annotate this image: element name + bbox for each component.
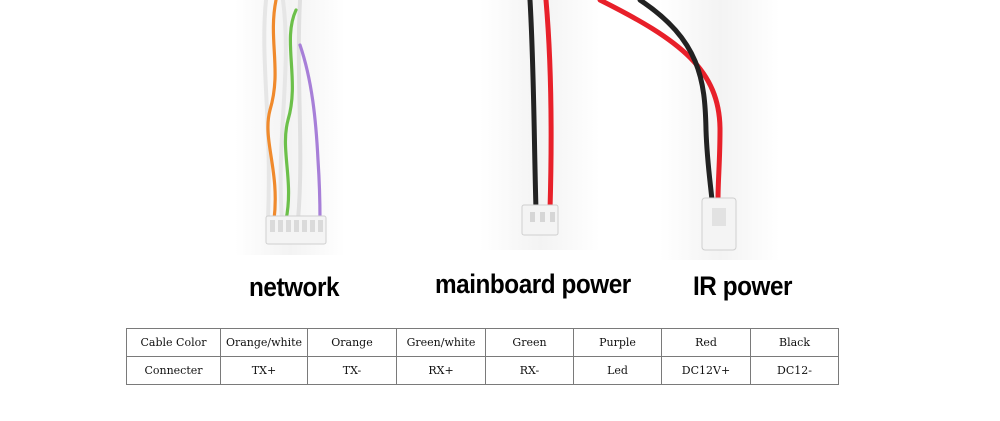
- network-connector-pins: [270, 220, 323, 232]
- wire-green: [283, 8, 298, 222]
- wire-black-ir: [637, 0, 715, 203]
- table-cell: RX+: [396, 356, 486, 385]
- table-cell: TX+: [220, 356, 308, 385]
- table-row-cable-color: Cable Color Orange/white Orange Green/wh…: [126, 328, 839, 357]
- table-cell: DC12-: [750, 356, 839, 385]
- pinout-table: Cable Color Orange/white Orange Green/wh…: [126, 328, 839, 385]
- wire-red-ir: [597, 0, 723, 203]
- mainboard-power-cable: [527, 0, 554, 213]
- table-cell: DC12V+: [661, 356, 751, 385]
- table-row-connecter: Connecter TX+ TX- RX+ RX- Led DC12V+ DC1…: [126, 356, 839, 385]
- wire-red-mainboard: [543, 0, 554, 213]
- table-cell: Connecter: [126, 356, 221, 385]
- table-cell: Cable Color: [126, 328, 221, 357]
- table-cell: TX-: [307, 356, 397, 385]
- table-cell: RX-: [485, 356, 574, 385]
- wire-white-3: [296, 0, 303, 222]
- table-cell: Led: [573, 356, 662, 385]
- mainboard-power-caption: mainboard power: [435, 269, 631, 299]
- table-cell: Purple: [573, 328, 662, 357]
- cable-photo: [235, 0, 780, 260]
- table-cell: Red: [661, 328, 751, 357]
- wire-white-1: [262, 0, 271, 222]
- table-cell: Orange: [307, 328, 397, 357]
- table-cell: Black: [750, 328, 839, 357]
- wire-orange: [266, 0, 278, 222]
- wire-purple: [298, 43, 322, 222]
- wire-white-2: [278, 0, 288, 222]
- network-caption: network: [249, 272, 340, 302]
- table-cell: Green: [485, 328, 574, 357]
- mainboard-connector-pins: [530, 212, 555, 222]
- ir-power-cable: [597, 0, 723, 203]
- table-cell: Orange/white: [220, 328, 308, 357]
- table-cell: Green/white: [396, 328, 486, 357]
- ir-connector-slot: [712, 208, 726, 226]
- wire-black-mainboard: [527, 0, 539, 213]
- ir-power-caption: IR power: [693, 271, 793, 301]
- network-cable: [262, 0, 322, 222]
